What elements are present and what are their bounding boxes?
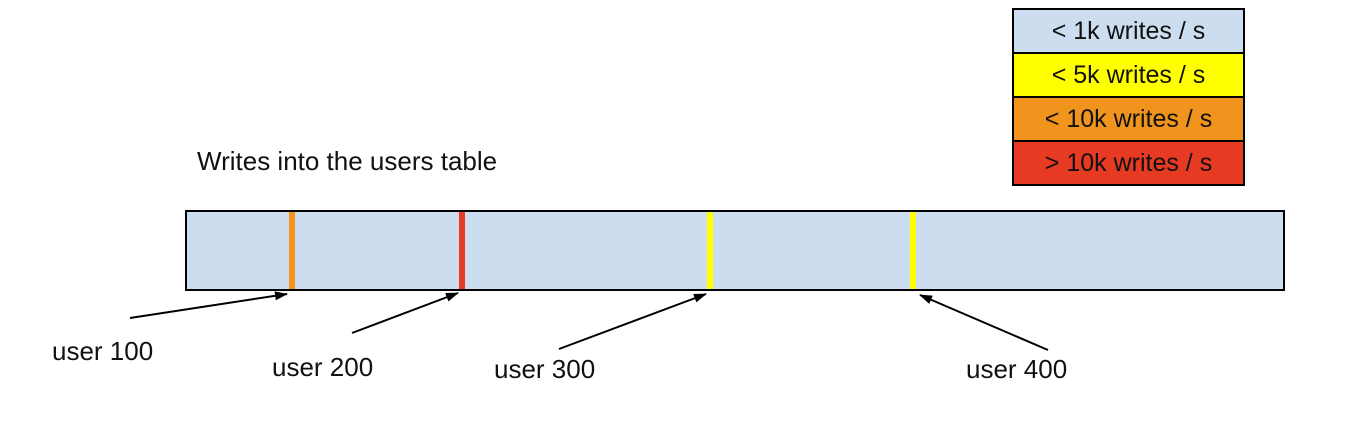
user-label-300: user 300 <box>494 354 596 384</box>
user-label-400: user 400 <box>966 354 1068 384</box>
arrow-user-300 <box>558 293 707 350</box>
legend-item-lt-1k: < 1k writes / s <box>1014 10 1243 52</box>
legend-item-label: > 10k writes / s <box>1044 149 1213 177</box>
arrow-user-200 <box>351 292 459 334</box>
legend-item-label: < 5k writes / s <box>1051 61 1206 89</box>
legend-item-label: < 10k writes / s <box>1044 105 1213 133</box>
user-label-100: user 100 <box>52 336 154 366</box>
arrow-user-100 <box>129 291 288 319</box>
legend: < 1k writes / s < 5k writes / s < 10k wr… <box>1012 8 1245 186</box>
legend-item-gt-10k: > 10k writes / s <box>1014 140 1243 184</box>
diagram-title: Writes into the users table <box>197 146 498 176</box>
user-label-200: user 200 <box>272 352 374 382</box>
legend-item-lt-10k: < 10k writes / s <box>1014 96 1243 140</box>
legend-item-lt-5k: < 5k writes / s <box>1014 52 1243 96</box>
legend-item-label: < 1k writes / s <box>1051 17 1206 45</box>
arrow-user-400 <box>919 294 1049 351</box>
users-table-bar <box>185 210 1285 291</box>
